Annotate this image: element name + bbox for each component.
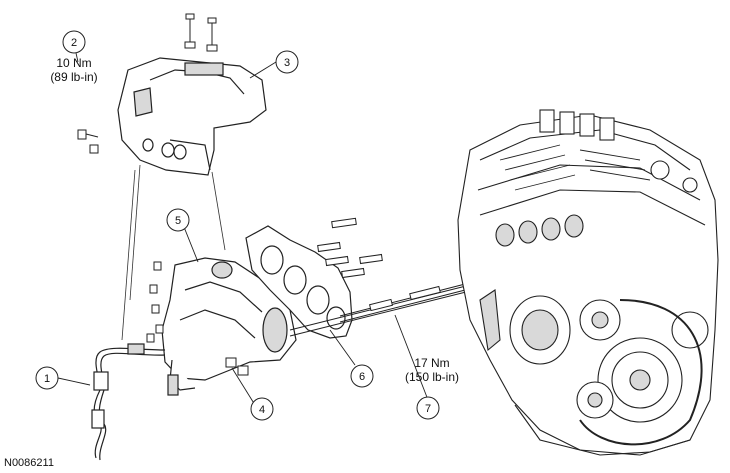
exhaust-manifold xyxy=(161,257,297,396)
torque-metric-7: 17 Nm xyxy=(414,356,450,370)
manifold-studs xyxy=(146,261,164,343)
long-studs xyxy=(289,269,521,337)
callout-4: 4 xyxy=(250,397,274,421)
callout-2: 2 xyxy=(62,30,86,54)
svg-text:6: 6 xyxy=(359,371,365,383)
torque-metric-2: 10 Nm xyxy=(56,56,92,70)
callout-7-torque: 17 Nm (150 lb-in) xyxy=(392,356,472,384)
callout-7: 7 xyxy=(416,396,440,420)
svg-text:3: 3 xyxy=(284,57,290,69)
alignment-leader-lines xyxy=(121,164,226,341)
svg-text:4: 4 xyxy=(259,404,265,416)
svg-text:7: 7 xyxy=(425,403,431,415)
manifold-nuts xyxy=(225,357,249,376)
oxygen-sensor-harness xyxy=(91,343,166,461)
engine-assembly xyxy=(457,109,719,456)
torque-imperial-7: (150 lb-in) xyxy=(404,370,460,384)
svg-text:5: 5 xyxy=(175,215,181,227)
callout-1: 1 xyxy=(35,366,59,390)
figure-id: N0086211 xyxy=(4,457,54,469)
manifold-gasket xyxy=(245,225,353,339)
heat-shield xyxy=(117,57,267,176)
svg-text:1: 1 xyxy=(44,373,50,385)
callout-5: 5 xyxy=(166,208,190,232)
loose-studs xyxy=(317,217,383,279)
heat-shield-bolts xyxy=(77,13,218,154)
torque-imperial-2: (89 lb-in) xyxy=(50,70,98,84)
callout-6: 6 xyxy=(350,364,374,388)
callout-2-torque: 10 Nm (89 lb-in) xyxy=(44,56,104,84)
svg-text:2: 2 xyxy=(71,37,77,49)
callout-3: 3 xyxy=(275,50,299,74)
